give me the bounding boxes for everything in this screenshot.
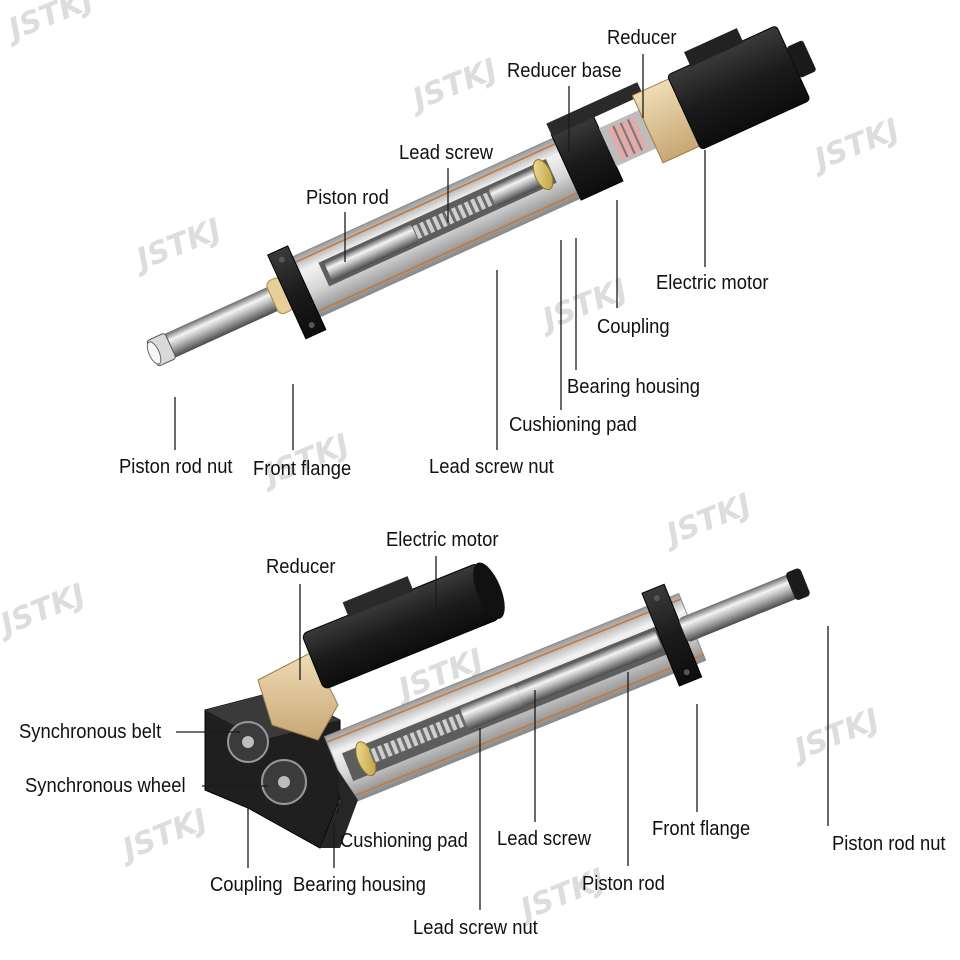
label-reducer: Reducer xyxy=(607,27,677,49)
label-cushioning-pad: Cushioning pad xyxy=(509,414,637,436)
label-front-flange: Front flange xyxy=(652,818,751,840)
watermark-text: JSTKJ xyxy=(657,487,756,554)
label-lead-screw-nut: Lead screw nut xyxy=(413,917,538,939)
watermark-text: JSTKJ xyxy=(785,702,884,769)
label-piston-rod-nut: Piston rod nut xyxy=(119,456,233,478)
label-electric-motor: Electric motor xyxy=(386,529,499,551)
label-bearing-housing: Bearing housing xyxy=(293,874,426,896)
label-coupling: Coupling xyxy=(597,316,670,338)
label-reducer: Reducer xyxy=(266,556,336,578)
label-lead-screw: Lead screw xyxy=(399,142,494,164)
leader-lines xyxy=(174,54,829,910)
label-synchronous-belt: Synchronous belt xyxy=(19,721,162,743)
label-synchronous-wheel: Synchronous wheel xyxy=(25,775,186,797)
label-piston-rod-nut: Piston rod nut xyxy=(832,833,946,855)
label-bearing-housing: Bearing housing xyxy=(567,376,700,398)
label-front-flange: Front flange xyxy=(253,458,352,480)
label-electric-motor: Electric motor xyxy=(656,272,769,294)
watermark-text: JSTKJ xyxy=(127,212,226,279)
watermark-text: JSTKJ xyxy=(0,0,98,49)
watermark-text: JSTKJ xyxy=(113,802,212,869)
bottom-actuator-illustration xyxy=(204,562,810,849)
label-lead-screw-nut: Lead screw nut xyxy=(429,456,554,478)
watermark-text: JSTKJ xyxy=(403,52,502,119)
label-reducer-base: Reducer base xyxy=(507,60,622,82)
watermark-text: JSTKJ xyxy=(0,577,90,644)
label-piston-rod: Piston rod xyxy=(306,187,389,209)
label-coupling: Coupling xyxy=(210,874,283,896)
watermark-text: JSTKJ xyxy=(805,112,904,179)
top-actuator-illustration xyxy=(146,26,816,367)
label-piston-rod: Piston rod xyxy=(582,873,665,895)
label-cushioning-pad: Cushioning pad xyxy=(340,830,468,852)
label-lead-screw: Lead screw xyxy=(497,828,592,850)
